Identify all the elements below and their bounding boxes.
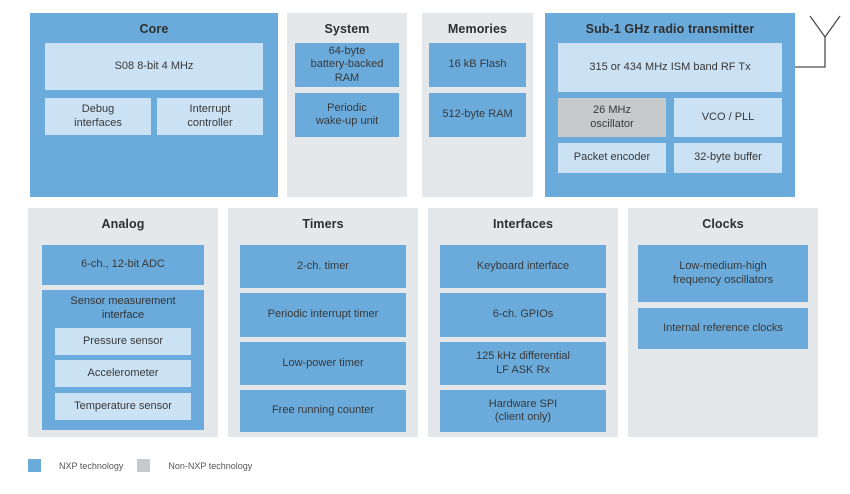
box-lf-ask-rx: 125 kHz differential LF ASK Rx (440, 342, 606, 385)
box-temperature-sensor: Temperature sensor (55, 393, 191, 420)
block-analog-title: Analog (101, 217, 145, 231)
block-radio-title: Sub-1 GHz radio transmitter (585, 22, 755, 36)
block-timers-title: Timers (302, 217, 344, 231)
box-s08-cpu: S08 8-bit 4 MHz (45, 43, 263, 90)
box-free-running-counter: Free running counter (240, 390, 406, 432)
box-pressure-sensor: Pressure sensor (55, 328, 191, 355)
box-26mhz-oscillator: 26 MHz oscillator (558, 98, 666, 137)
box-keyboard-interface: Keyboard interface (440, 245, 606, 288)
sensor-interface-label: Sensor measurement interface (70, 295, 176, 321)
block-clocks-title: Clocks (702, 217, 744, 231)
block-radio-transmitter: Sub-1 GHz radio transmitter 315 or 434 M… (545, 13, 795, 197)
box-adc: 6-ch., 12-bit ADC (42, 245, 204, 285)
box-periodic-wakeup-unit: Periodic wake-up unit (295, 93, 399, 137)
box-flash: 16 kB Flash (429, 43, 526, 87)
box-gpios: 6-ch. GPIOs (440, 293, 606, 337)
box-low-power-timer: Low-power timer (240, 342, 406, 385)
block-interfaces: Interfaces Keyboard interface 6-ch. GPIO… (428, 208, 618, 437)
box-32byte-buffer: 32-byte buffer (674, 143, 782, 173)
legend-label-nxp: NXP technology (59, 460, 124, 471)
block-memories: Memories 16 kB Flash 512-byte RAM (422, 13, 533, 197)
box-packet-encoder: Packet encoder (558, 143, 666, 173)
legend-swatch-nxp (28, 459, 41, 472)
antenna-icon (795, 15, 841, 68)
box-battery-backed-ram: 64-byte battery-backed RAM (295, 43, 399, 87)
block-interfaces-title: Interfaces (492, 217, 554, 231)
box-interrupt-controller: Interrupt controller (157, 98, 263, 135)
box-frequency-oscillators: Low-medium-high frequency oscillators (638, 245, 808, 302)
block-system-title: System (324, 22, 370, 36)
block-system: System 64-byte battery-backed RAM Period… (287, 13, 407, 197)
legend: NXP technology Non-NXP technology (28, 459, 266, 472)
box-hardware-spi: Hardware SPI (client only) (440, 390, 606, 432)
box-vco-pll: VCO / PLL (674, 98, 782, 137)
block-clocks: Clocks Low-medium-high frequency oscilla… (628, 208, 818, 437)
box-debug-interfaces: Debug interfaces (45, 98, 151, 135)
block-analog: Analog 6-ch., 12-bit ADC Sensor measurem… (28, 208, 218, 437)
box-ism-band-rf-tx: 315 or 434 MHz ISM band RF Tx (558, 43, 782, 92)
block-core: Core S08 8-bit 4 MHz Debug interfaces In… (30, 13, 278, 197)
block-core-title: Core (139, 22, 169, 36)
legend-label-non-nxp: Non-NXP technology (168, 460, 253, 471)
box-accelerometer: Accelerometer (55, 360, 191, 387)
block-timers: Timers 2-ch. timer Periodic interrupt ti… (228, 208, 418, 437)
box-sensor-measurement-interface: Sensor measurement interface Pressure se… (42, 290, 204, 430)
box-periodic-interrupt-timer: Periodic interrupt timer (240, 293, 406, 337)
block-memories-title: Memories (447, 22, 508, 36)
legend-swatch-non-nxp (137, 459, 151, 472)
box-internal-reference-clocks: Internal reference clocks (638, 308, 808, 349)
box-ram: 512-byte RAM (429, 93, 526, 137)
box-2ch-timer: 2-ch. timer (240, 245, 406, 288)
